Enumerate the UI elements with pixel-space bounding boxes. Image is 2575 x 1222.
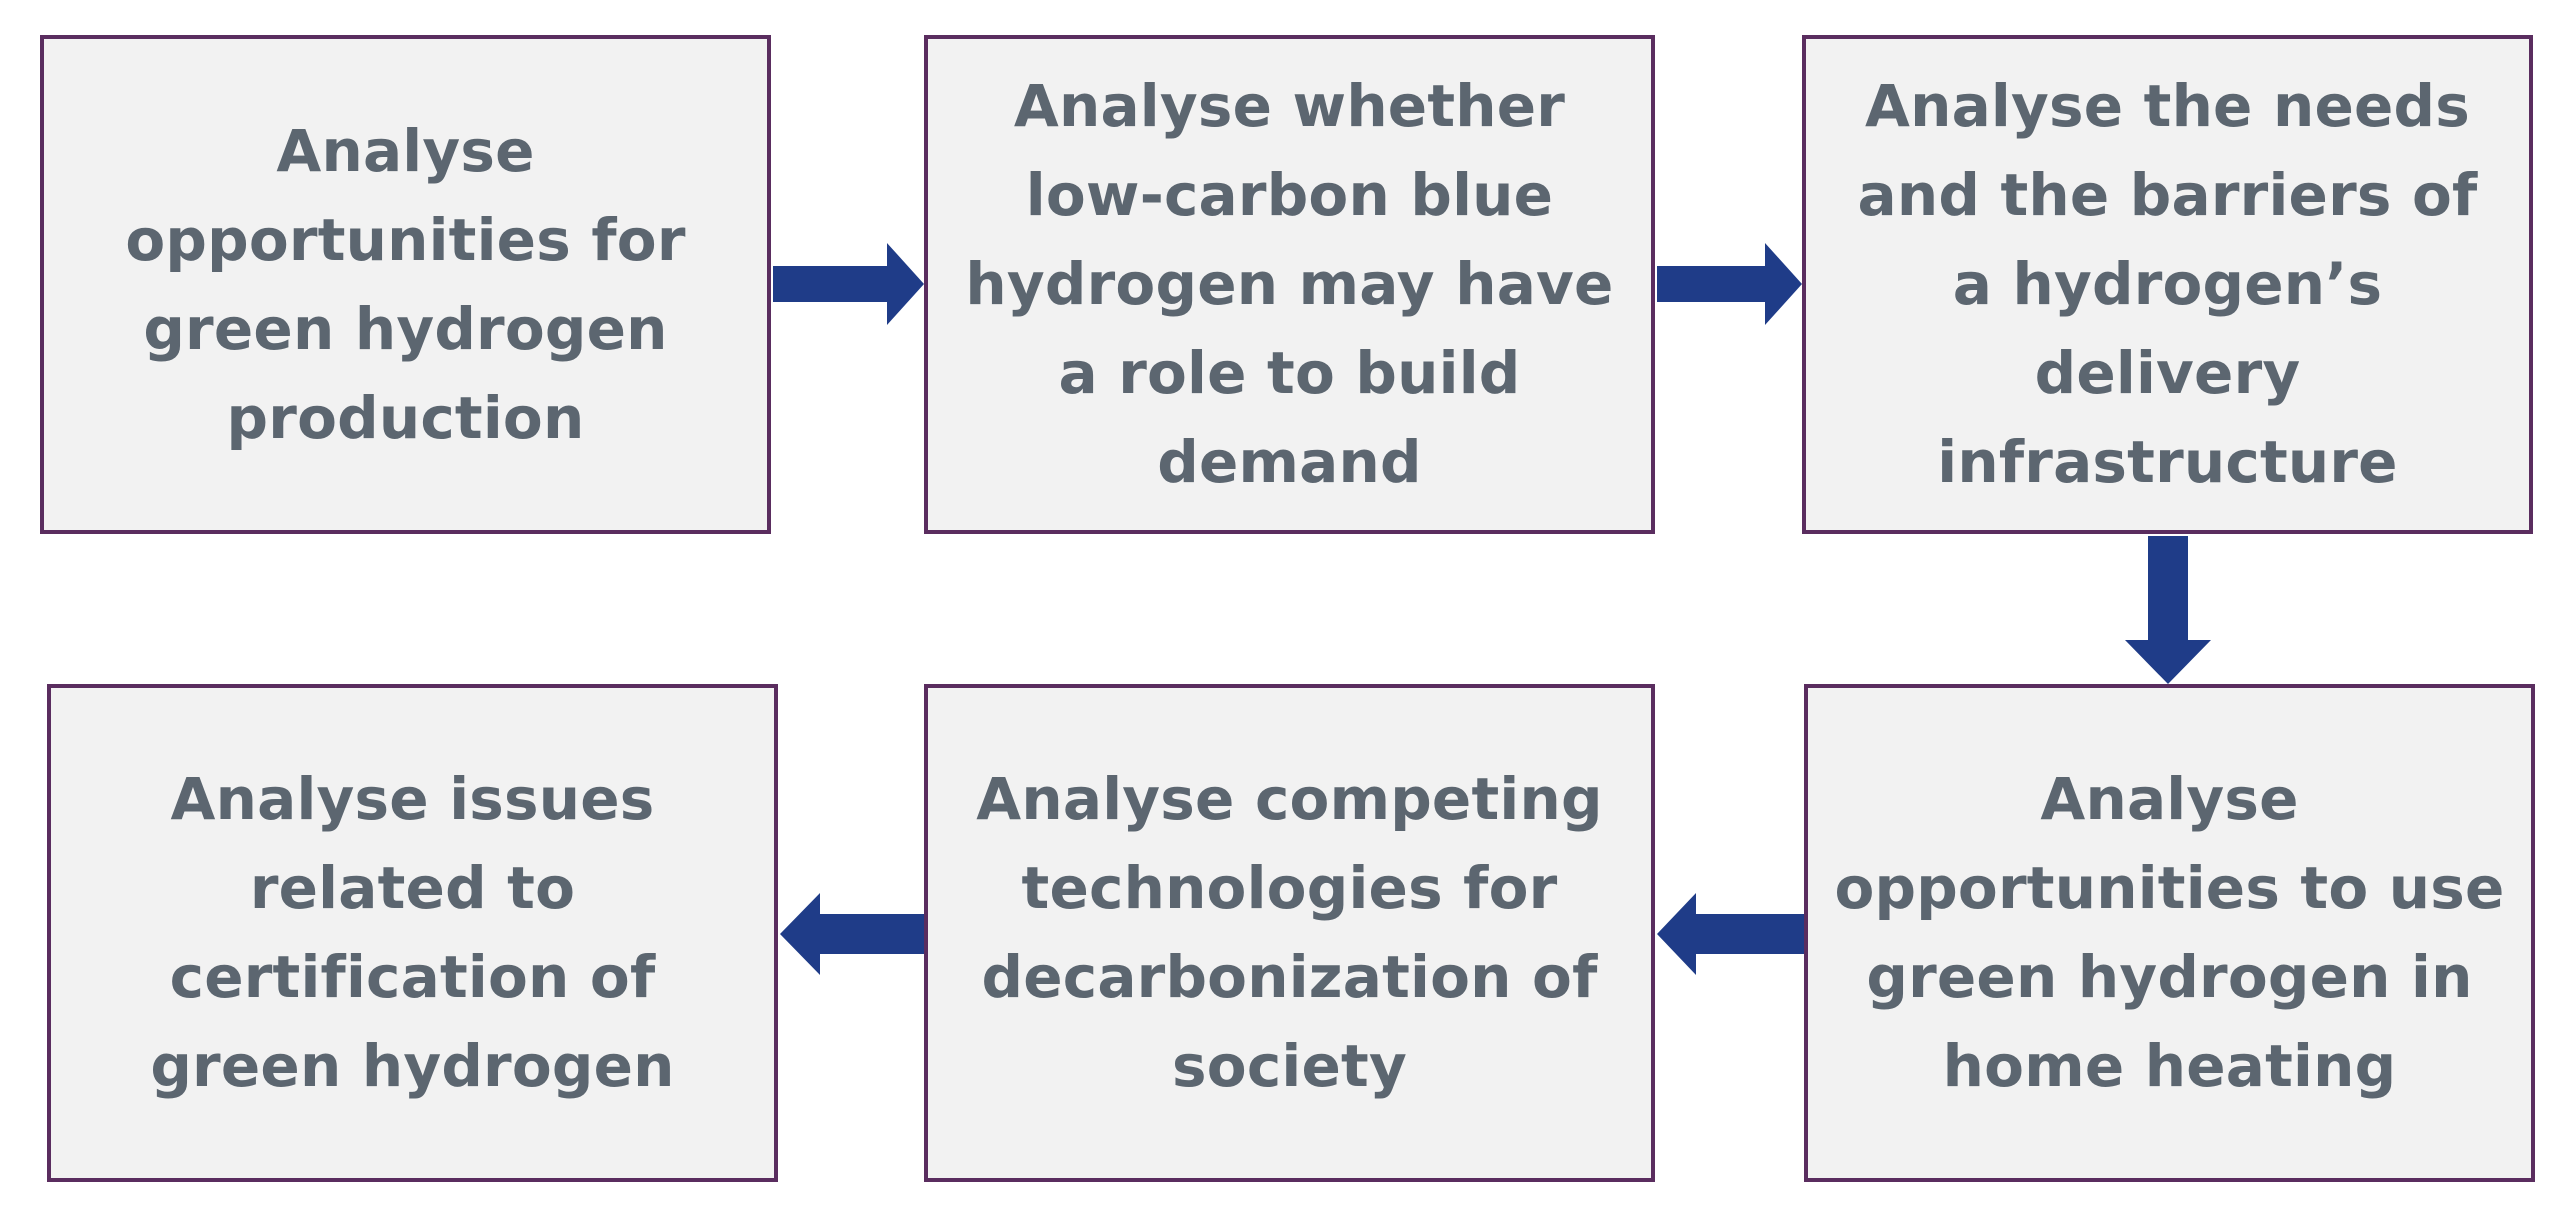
step-box-competing-technologies: Analyse competing technologies for decar… — [924, 684, 1655, 1182]
step-text-green-production: Analyse opportunities for green hydrogen… — [125, 116, 686, 452]
step-text-home-heating: Analyse opportunities to use green hydro… — [1834, 765, 2505, 1100]
step-box-green-production: Analyse opportunities for green hydrogen… — [40, 35, 771, 534]
step-text-certification: Analyse issues related to certification … — [150, 765, 675, 1100]
arrow-right-icon — [773, 243, 924, 325]
step-text-competing-technologies: Analyse competing technologies for decar… — [976, 765, 1603, 1100]
step-box-delivery-infrastructure: Analyse the needs and the barriers of a … — [1802, 35, 2533, 534]
step-box-certification: Analyse issues related to certification … — [47, 684, 778, 1182]
step-text-delivery-infrastructure: Analyse the needs and the barriers of a … — [1857, 72, 2478, 496]
arrow-right-icon — [1657, 243, 1802, 325]
step-box-home-heating: Analyse opportunities to use green hydro… — [1804, 684, 2535, 1182]
step-text-blue-hydrogen: Analyse whether low-carbon blue hydrogen… — [965, 72, 1614, 496]
arrow-left-icon — [780, 893, 924, 975]
arrow-left-icon — [1657, 893, 1804, 975]
step-box-blue-hydrogen: Analyse whether low-carbon blue hydrogen… — [924, 35, 1655, 534]
arrow-down-icon — [2125, 536, 2211, 684]
